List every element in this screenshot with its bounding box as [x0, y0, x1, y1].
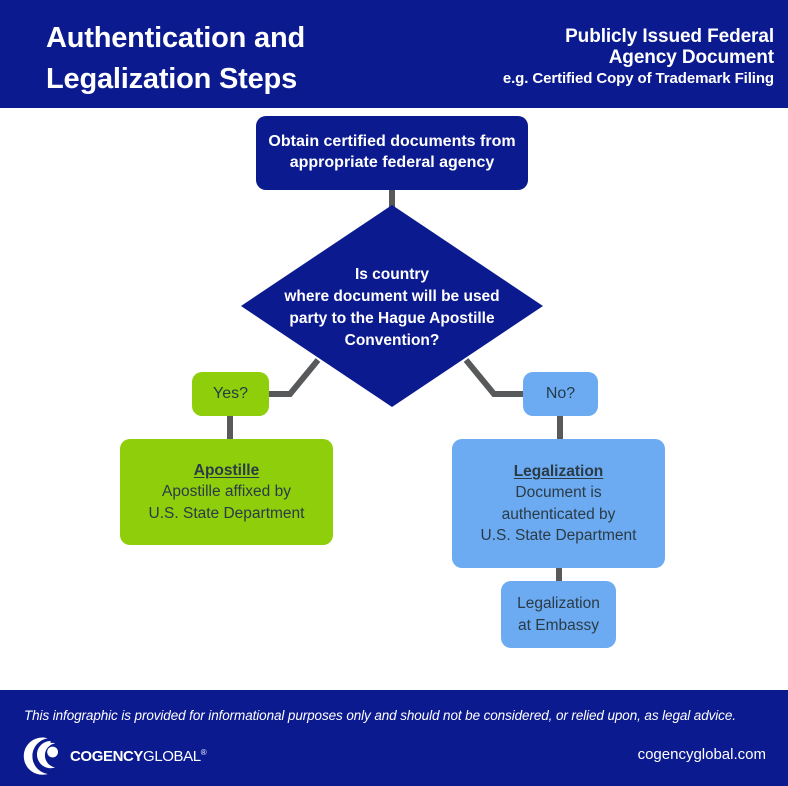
legalization-line1: Document is: [515, 484, 602, 502]
branch-yes-text: Yes?: [213, 385, 248, 402]
website-url[interactable]: cogencyglobal.com: [637, 746, 766, 763]
flowchart-canvas: Obtain certified documents from appropri…: [0, 108, 788, 690]
legalization-heading: Legalization: [513, 463, 604, 481]
apostille-line1: Apostille affixed by: [162, 483, 291, 501]
brand-name-primary: COGENCY: [70, 747, 144, 765]
legalization-line3: U.S. State Department: [480, 526, 637, 544]
node-apostille-outcome[interactable]: Apostille Apostille affixed by U.S. Stat…: [120, 439, 333, 545]
decision-line4: Convention?: [344, 332, 440, 349]
header-banner: Authentication and Legalization Steps Pu…: [0, 0, 788, 108]
decision-line1: Is country: [354, 266, 430, 283]
flowchart-connectors: [227, 190, 563, 583]
decision-line2: where document will be used: [284, 288, 500, 305]
header-subtitle: Publicly Issued Federal Agency Document …: [374, 26, 774, 88]
page-title-line2: Legalization Steps: [46, 63, 297, 96]
node-start-line1: Obtain certified documents from: [268, 133, 516, 151]
brand-wordmark: COGENCYGLOBAL®: [70, 747, 207, 765]
page-title: Authentication and Legalization Steps: [46, 18, 446, 100]
registered-trademark-icon: ®: [200, 747, 207, 757]
connector-decision-to-no: [463, 358, 523, 397]
header-subtitle-line3: e.g. Certified Copy of Trademark Filing: [502, 69, 774, 87]
header-subtitle-line1: Publicly Issued Federal: [565, 26, 774, 47]
apostille-heading: Apostille: [193, 462, 260, 480]
brand-name-secondary: GLOBAL: [143, 747, 201, 765]
branch-label-no[interactable]: No?: [523, 372, 598, 416]
embassy-line1: Legalization: [517, 595, 600, 613]
disclaimer-text: This infographic is provided for informa…: [24, 708, 736, 723]
branch-no-text: No?: [545, 385, 576, 402]
node-legalization-at-embassy[interactable]: Legalization at Embassy: [501, 581, 616, 648]
node-start-line2: appropriate federal agency: [289, 154, 495, 171]
header-subtitle-line2: Agency Document: [608, 47, 774, 69]
decision-line3: party to the Hague Apostille: [289, 310, 495, 327]
embassy-line2: at Embassy: [518, 616, 599, 634]
node-obtain-certified-documents[interactable]: Obtain certified documents from appropri…: [256, 116, 528, 190]
page-title-line1: Authentication and: [46, 22, 306, 54]
brand-logo[interactable]: COGENCYGLOBAL®: [22, 736, 207, 776]
connector-decision-to-yes: [269, 358, 321, 397]
cogency-crescent-icon: [23, 737, 58, 775]
branch-label-yes[interactable]: Yes?: [192, 372, 269, 416]
apostille-line2: U.S. State Department: [148, 504, 305, 522]
footer-banner: This infographic is provided for informa…: [0, 690, 788, 786]
legalization-line2: authenticated by: [501, 505, 616, 523]
decision-label: Is country where document will be used p…: [241, 205, 543, 407]
node-legalization-outcome[interactable]: Legalization Document is authenticated b…: [452, 439, 665, 568]
node-decision-hague-convention[interactable]: Is country where document will be used p…: [241, 205, 543, 407]
